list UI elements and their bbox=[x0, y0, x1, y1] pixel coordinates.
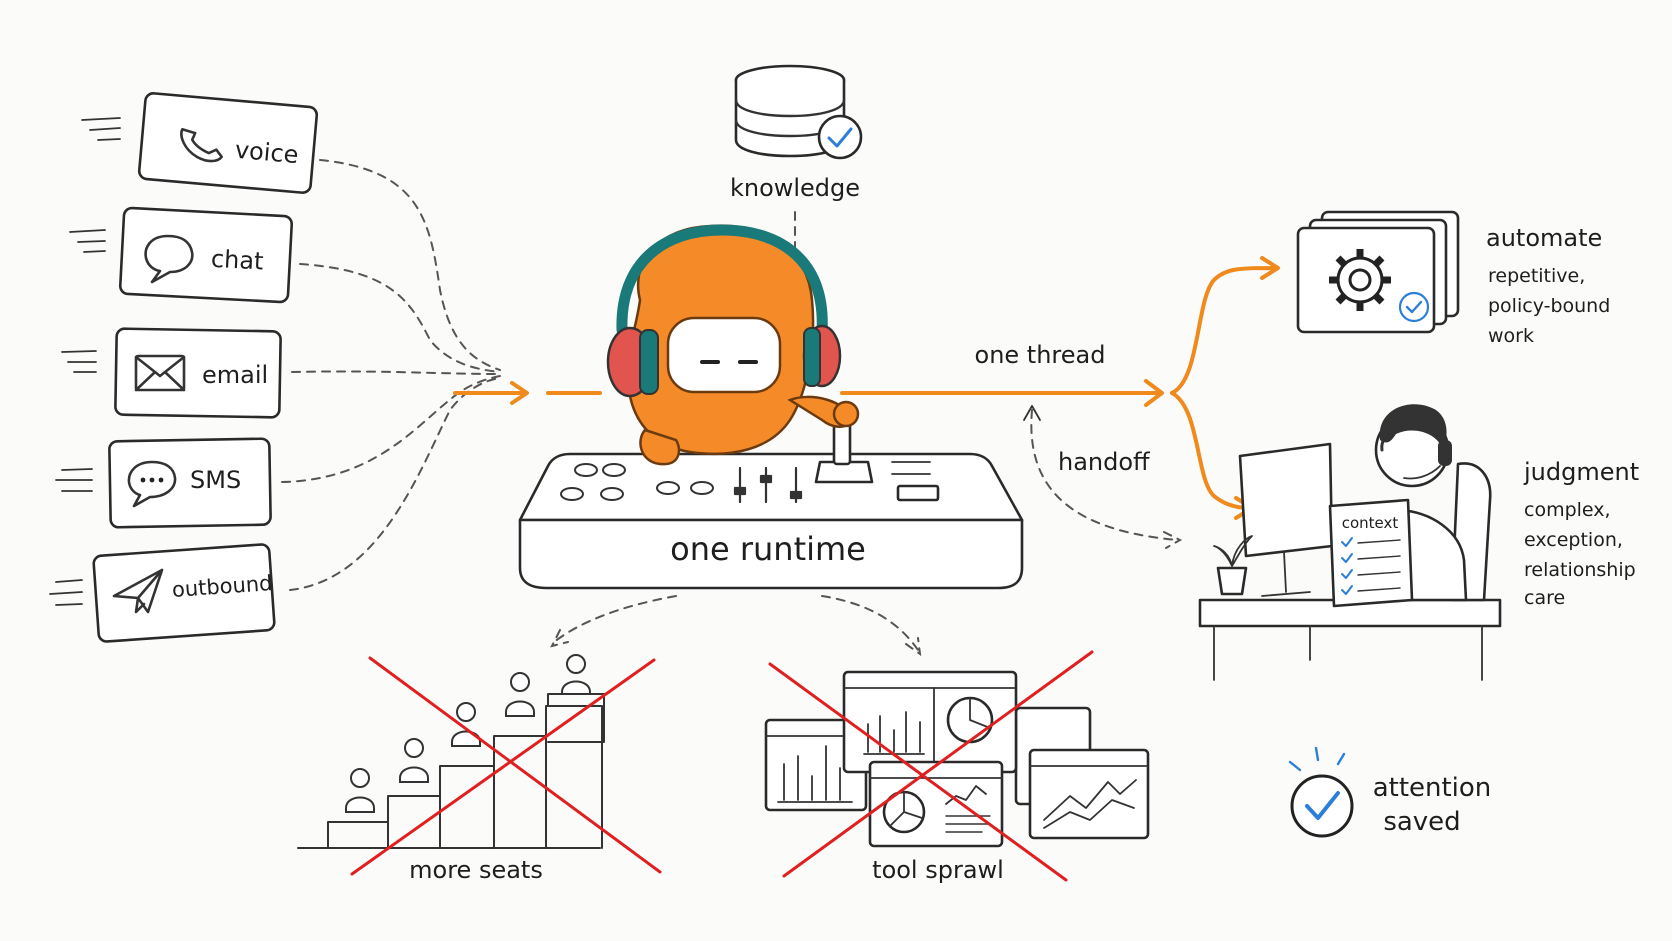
mascot-agent bbox=[606, 224, 860, 466]
channel-email: email bbox=[61, 327, 282, 419]
mixing-console: one runtime bbox=[518, 410, 1024, 590]
channel-email-label: email bbox=[202, 361, 268, 389]
judgment-title: judgment bbox=[1523, 458, 1639, 486]
human-agent-illustration: context bbox=[1198, 404, 1502, 681]
runtime-hub: one runtime bbox=[518, 224, 1024, 590]
seats-cross-icon bbox=[350, 656, 662, 876]
database-icon bbox=[734, 64, 846, 158]
channel-voice: voice bbox=[81, 92, 319, 194]
handoff: handoff bbox=[1023, 405, 1183, 549]
tools-cross-icon bbox=[768, 650, 1094, 882]
channel-voice-label: voice bbox=[234, 136, 300, 169]
phone-icon bbox=[180, 127, 223, 163]
attention-line-2: saved bbox=[1383, 807, 1460, 837]
automate-line-3: work bbox=[1488, 325, 1534, 347]
automate-line-1: repetitive, bbox=[1488, 265, 1585, 287]
channel-chat-label: chat bbox=[210, 245, 264, 276]
thread-label: one thread bbox=[975, 341, 1106, 369]
tools-label: tool sprawl bbox=[872, 856, 1004, 884]
automate-title: automate bbox=[1486, 224, 1602, 252]
judgment-line-2: exception, bbox=[1524, 529, 1623, 551]
judgment-branch: context judgment complex, exception, rel… bbox=[1198, 404, 1639, 681]
automate-line-2: policy-bound bbox=[1488, 295, 1610, 317]
rejected-more-seats: more seats bbox=[297, 654, 662, 884]
inflow-arrow bbox=[453, 381, 529, 405]
handoff-label: handoff bbox=[1058, 448, 1150, 476]
gear-icon bbox=[1329, 249, 1391, 311]
judgment-line-1: complex, bbox=[1524, 499, 1611, 521]
channel-outbound: outbound bbox=[49, 543, 276, 643]
rejected-tool-sprawl: tool sprawl bbox=[764, 650, 1150, 884]
plant-icon bbox=[1213, 535, 1253, 596]
channel-sms: SMS bbox=[55, 437, 272, 529]
attention-saved: attention saved bbox=[1288, 746, 1492, 838]
attention-check-icon bbox=[1305, 791, 1340, 820]
check-badge-icon bbox=[817, 114, 863, 160]
headphones-icon bbox=[606, 224, 842, 398]
channel-flow-lines bbox=[281, 159, 501, 591]
sms-bubble-icon bbox=[127, 460, 177, 508]
attention-line-1: attention bbox=[1373, 773, 1492, 803]
context-card-label: context bbox=[1342, 514, 1399, 532]
judgment-line-4: care bbox=[1524, 587, 1565, 609]
judgment-line-3: relationship bbox=[1524, 559, 1636, 581]
thread-arrow bbox=[840, 379, 1164, 407]
automate-branch: automate repetitive, policy-bound work bbox=[1296, 210, 1610, 347]
chat-bubble-icon bbox=[144, 234, 194, 284]
link-to-tools bbox=[821, 595, 922, 657]
knowledge-label: knowledge bbox=[730, 174, 860, 202]
knowledge-store: knowledge bbox=[730, 64, 863, 283]
paper-plane-icon bbox=[112, 568, 164, 614]
channel-chat: chat bbox=[69, 206, 294, 304]
split-to-automate bbox=[1170, 256, 1280, 395]
context-card: context bbox=[1328, 498, 1414, 608]
seats-label: more seats bbox=[409, 856, 543, 884]
link-to-seats bbox=[550, 595, 677, 648]
channel-sms-label: SMS bbox=[190, 466, 241, 494]
envelope-icon bbox=[134, 354, 186, 392]
automate-check-icon bbox=[1398, 291, 1430, 323]
runtime-label: one runtime bbox=[670, 530, 866, 568]
